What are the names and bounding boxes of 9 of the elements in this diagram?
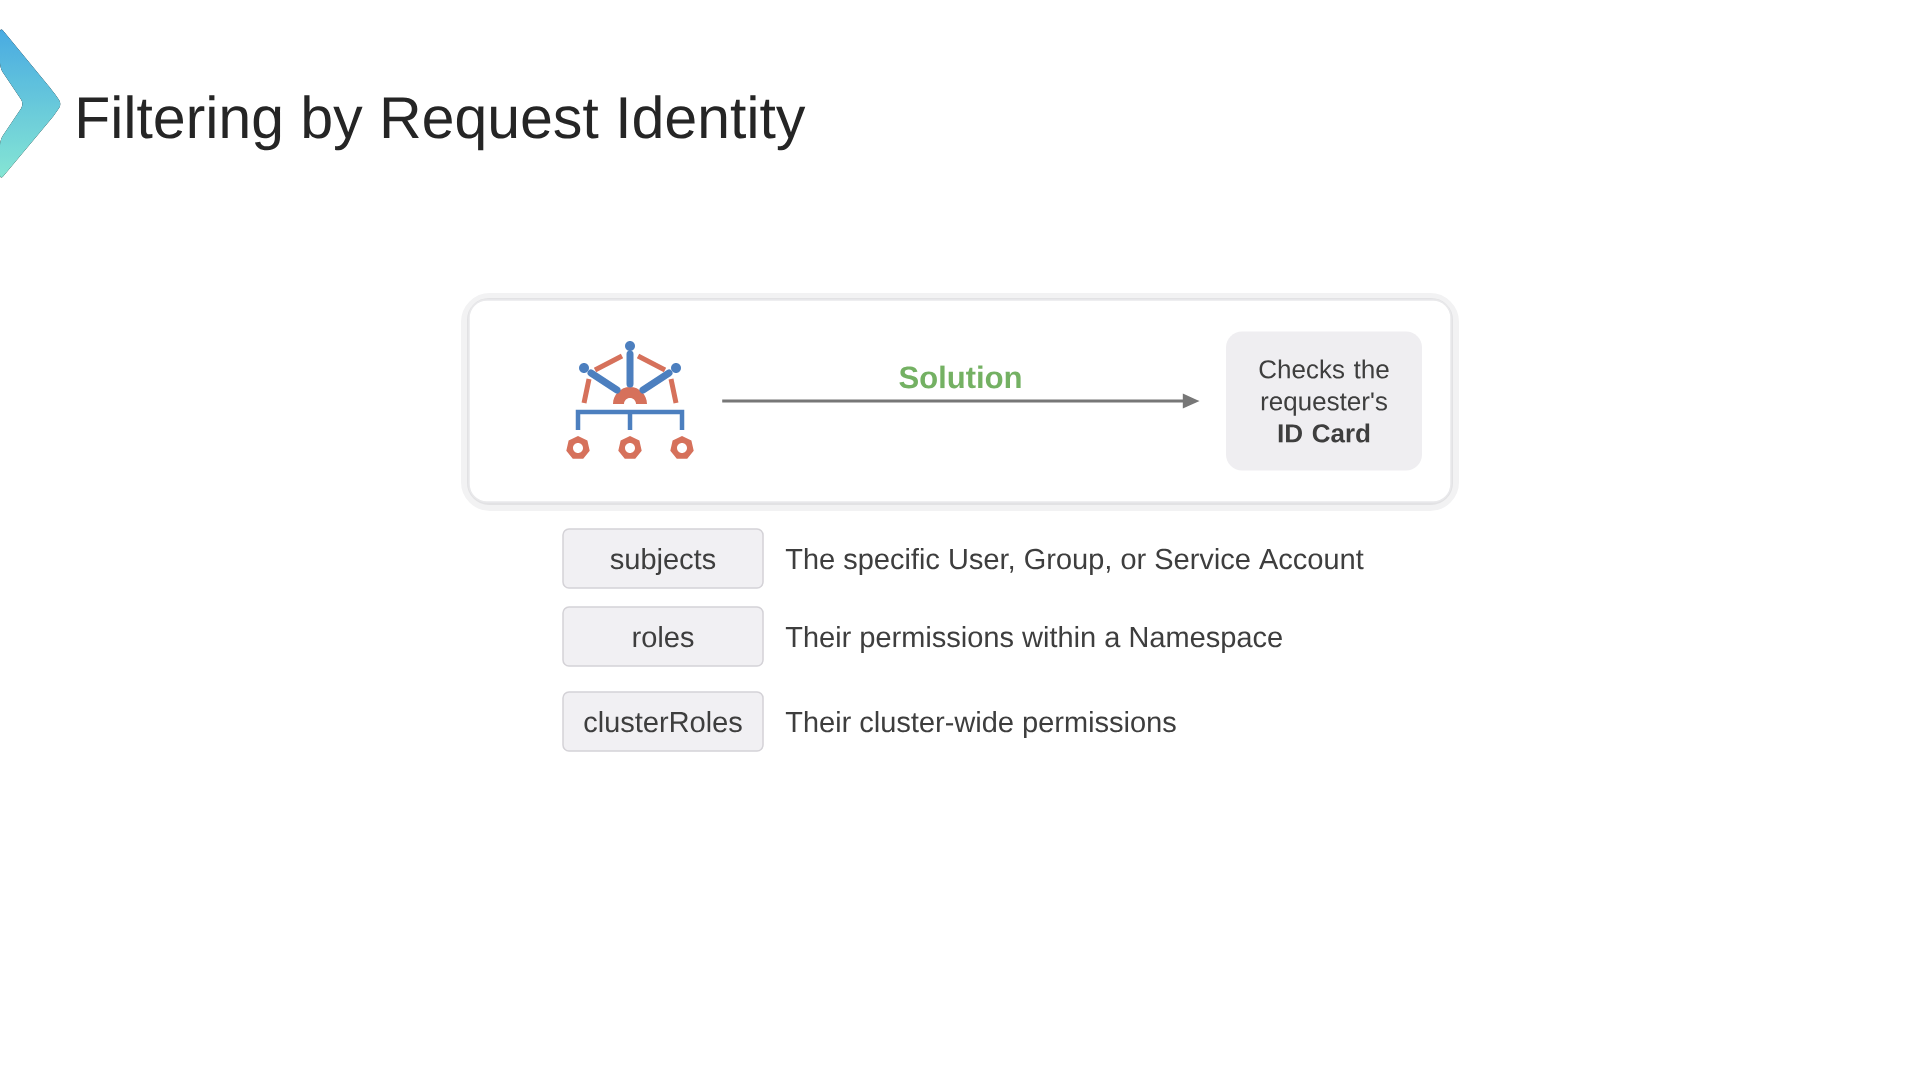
description-text: Their cluster-wide permissions bbox=[785, 711, 1176, 739]
title: Filtering by Request Identity bbox=[79, 95, 806, 151]
description-text: Their permissions within a Namespace bbox=[785, 626, 1282, 654]
info-card: Checks the requester's ID Card bbox=[1226, 331, 1422, 471]
term-tag: clusterRoles bbox=[562, 691, 764, 752]
description-text: The specific User, Group, or Service Account bbox=[785, 548, 1364, 576]
edge-label: Solution bbox=[896, 363, 1025, 391]
term-tag: subjects bbox=[562, 528, 764, 589]
term-tag: roles bbox=[562, 606, 764, 667]
